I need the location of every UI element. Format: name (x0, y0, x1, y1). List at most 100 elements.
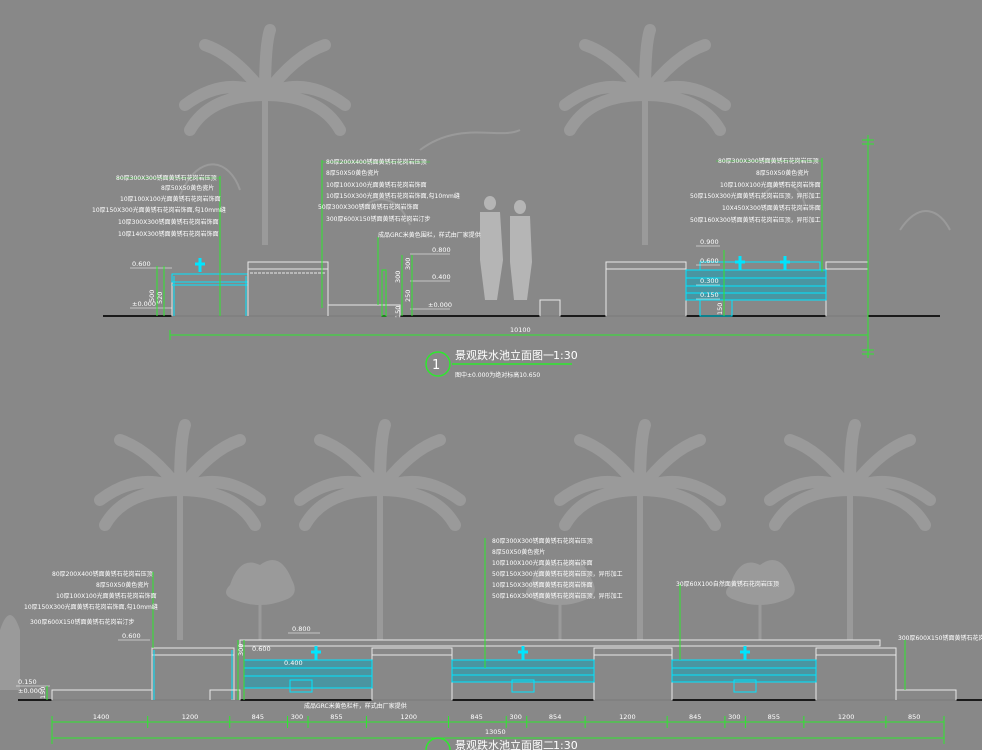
dim-segment-4: 300 (291, 713, 303, 721)
level2-0800: 0.800 (292, 625, 311, 633)
level2-0600: 0.600 (122, 632, 141, 640)
callouts-left-2: 80厚200X400锈面黄锈石花岗岩压顶 8厚50X50黄色瓷片 10厚100X… (24, 570, 158, 648)
vertical-dims-2: 300 150 (39, 640, 245, 700)
people-figures (480, 196, 532, 300)
callout2-l1: 80厚200X400锈面黄锈石花岗岩压顶 (52, 570, 153, 578)
callout-m5: 50厚300X300锈面黄锈石花岗岩饰面 (318, 203, 419, 211)
horizontal-dims-2: 13050 1400 1200 845 300 855 1200 845 300 854 1200… (51, 713, 945, 744)
right-water-feature (605, 256, 869, 317)
title-1-scale: 1:30 (553, 349, 578, 362)
dim-segment-6: 1200 (400, 713, 417, 721)
level-0150: 0.150 (700, 291, 719, 299)
level2-0000: ±0.000 (18, 687, 42, 695)
callout-m6: 300厚600X150锈面黄锈石花岗岩汀步 (326, 215, 430, 223)
level-markers-2: 0.150 ±0.000 0.600 0.800 0.600 0.400 (16, 625, 320, 695)
vdim-520: 520 (156, 292, 164, 304)
vdim-150-right: 150 (716, 303, 724, 315)
level-0000-mid: ±0.000 (428, 301, 452, 309)
dim-segment-7: 845 (470, 713, 482, 721)
callout2-l4: 10厚150X300光面黄锈石花岗岩饰面,勾10mm缝 (24, 603, 158, 611)
callout-l2: 8厚50X50黄色瓷片 (161, 184, 214, 192)
vdim-300a: 300 (394, 271, 402, 283)
callouts-right-1: 80厚300X300锈面黄锈石花岗岩压顶 8厚50X50黄色瓷片 10厚100X… (690, 157, 823, 272)
vdim2-300: 300 (237, 644, 245, 656)
callout2-m6: 50厚160X300锈面黄锈石花岗岩压顶，异形加工 (492, 592, 623, 600)
level-0900: 0.900 (700, 238, 719, 246)
callout2-m3: 10厚100X100光面黄锈石花岗岩饰面 (492, 559, 593, 567)
title-2-scale: 1:30 (553, 739, 578, 750)
vdim-150: 150 (394, 306, 402, 318)
callout-m3: 10厚100X100光面黄锈石花岗岩饰面 (326, 181, 427, 189)
callout2-m5: 10厚150X300锈面黄锈石花岗岩饰面 (492, 581, 593, 589)
callout2-l2: 8厚50X50黄色瓷片 (96, 581, 149, 589)
background-trees (180, 30, 951, 300)
callout2-r2: 300厚600X150锈面黄锈石花岗岩汀步 (898, 634, 982, 642)
vdim-300b: 300 (404, 258, 412, 270)
dim-segment-5: 855 (330, 713, 342, 721)
elevation-2: 0.150 ±0.000 0.600 0.800 0.600 0.400 300… (0, 425, 982, 750)
total-dim-13050: 13050 (485, 728, 506, 736)
callouts-mid-2: 80厚300X300锈面黄锈石花岗岩压顶 8厚50X50黄色瓷片 10厚100X… (484, 537, 623, 668)
elevation-1: 0.600 ±0.000 0.800 0.400 ±0.000 0.900 0.… (92, 30, 951, 379)
title-1: 景观跌水池立面图一 (455, 348, 554, 362)
dim-segment-3: 845 (252, 713, 264, 721)
water-pools-2 (209, 646, 817, 701)
dim-segment-2: 1200 (182, 713, 199, 721)
callout-r6: 50厚160X300锈面黄锈石花岗岩压顶，异形加工 (690, 216, 821, 224)
title-2: 景观跌水池立面图二 (455, 738, 554, 750)
callout-l3: 10厚100X100光面黄锈石花岗岩饰面 (120, 195, 221, 203)
total-dim-10100: 10100 (510, 326, 531, 334)
title-block-1: 1 景观跌水池立面图一 1:30 图中±0.000为绝对标高10.650 (425, 348, 578, 379)
vdim-500: 500 (148, 290, 156, 302)
dim-segment-9: 854 (549, 713, 561, 721)
callout-r5: 10X450X300锈面黄锈石花岗岩饰面 (722, 204, 821, 212)
dim-segment-10: 1200 (619, 713, 636, 721)
title-1-subtitle: 图中±0.000为绝对标高10.650 (455, 371, 540, 379)
level2-0600-mid: 0.600 (252, 645, 271, 653)
callout-m2: 8厚50X50黄色瓷片 (326, 169, 379, 177)
callout-r2: 8厚50X50黄色瓷片 (756, 169, 809, 177)
level-0000-left: ±0.000 (132, 300, 156, 308)
level-0300: 0.300 (700, 277, 719, 285)
callouts-mid-1: 80厚200X400锈面黄锈石花岗岩压顶 8厚50X50黄色瓷片 10厚100X… (318, 158, 481, 308)
callout2-m4: 50厚150X300光面黄锈石花岗岩压顶，异形加工 (492, 570, 623, 578)
middle-steps (327, 269, 561, 317)
vdim-250: 250 (404, 290, 412, 302)
title-number-1: 1 (432, 358, 440, 373)
callout-r1: 80厚300X300锈面黄锈石花岗岩压顶 (718, 157, 819, 165)
vertical-dims-1: 500 520 150 300 300 250 150 (148, 250, 725, 318)
callout2-r1: 30厚60X100自然面黄锈石花岗岩压顶 (676, 580, 779, 588)
level-markers-1: 0.600 ±0.000 0.800 0.400 ±0.000 0.900 0.… (130, 238, 720, 310)
callout-l6: 10厚140X300锈面黄锈石花岗岩饰面 (118, 230, 219, 238)
callout-r4: 50厚150X300光面黄锈石花岗岩压顶，异形加工 (690, 192, 821, 200)
vdim2-150: 150 (39, 687, 47, 699)
background-trees-2 (0, 425, 930, 690)
level-0600: 0.600 (132, 260, 151, 268)
callout2-l3: 10厚100X100光面黄锈石花岗岩饰面 (56, 592, 157, 600)
dim-segment-13: 855 (768, 713, 780, 721)
level-0600-right: 0.600 (700, 257, 719, 265)
title-block-2: 景观跌水池立面图二 1:30 (425, 737, 578, 750)
callout-gate: 成品GRC米黄色围栏，样式由厂家提供 (378, 231, 481, 239)
dim-segment-15: 850 (908, 713, 920, 721)
dim-segment-8: 300 (509, 713, 521, 721)
callout-m4: 10厚150X300光面黄锈石花岗岩饰面,勾10mm缝 (326, 192, 460, 200)
dim-segment-11: 845 (689, 713, 701, 721)
level-0400: 0.400 (432, 273, 451, 281)
level-0800: 0.800 (432, 246, 451, 254)
callout-l5: 10厚300X300锈面黄锈石花岗岩饰面 (118, 218, 219, 226)
callout-r3: 10厚100X100光面黄锈石花岗岩饰面 (720, 181, 821, 189)
left-planter-wall (171, 258, 329, 317)
total-dimension-1: 10100 (169, 326, 869, 340)
callout2-m1: 80厚300X300锈面黄锈石花岗岩压顶 (492, 537, 593, 545)
dim-segment-14: 1200 (838, 713, 855, 721)
level2-0400: 0.400 (284, 659, 303, 667)
callouts-left-1: 80厚300X300锈面黄锈石花岗岩压顶 8厚50X50黄色瓷片 10厚100X… (92, 174, 226, 316)
dim-segment-12: 300 (728, 713, 740, 721)
callout-l1: 80厚300X300锈面黄锈石花岗岩压顶 (116, 174, 217, 182)
dim-segment-1: 1400 (93, 713, 110, 721)
callout2-bottom: 成品GRC米黄色栏杆，样式由厂家提供 (304, 702, 407, 710)
callout2-l5: 300厚600X150锈面黄锈石花岗岩汀步 (30, 618, 134, 626)
callout-l4: 10厚150X300光面黄锈石花岗岩饰面,勾10mm缝 (92, 206, 226, 214)
